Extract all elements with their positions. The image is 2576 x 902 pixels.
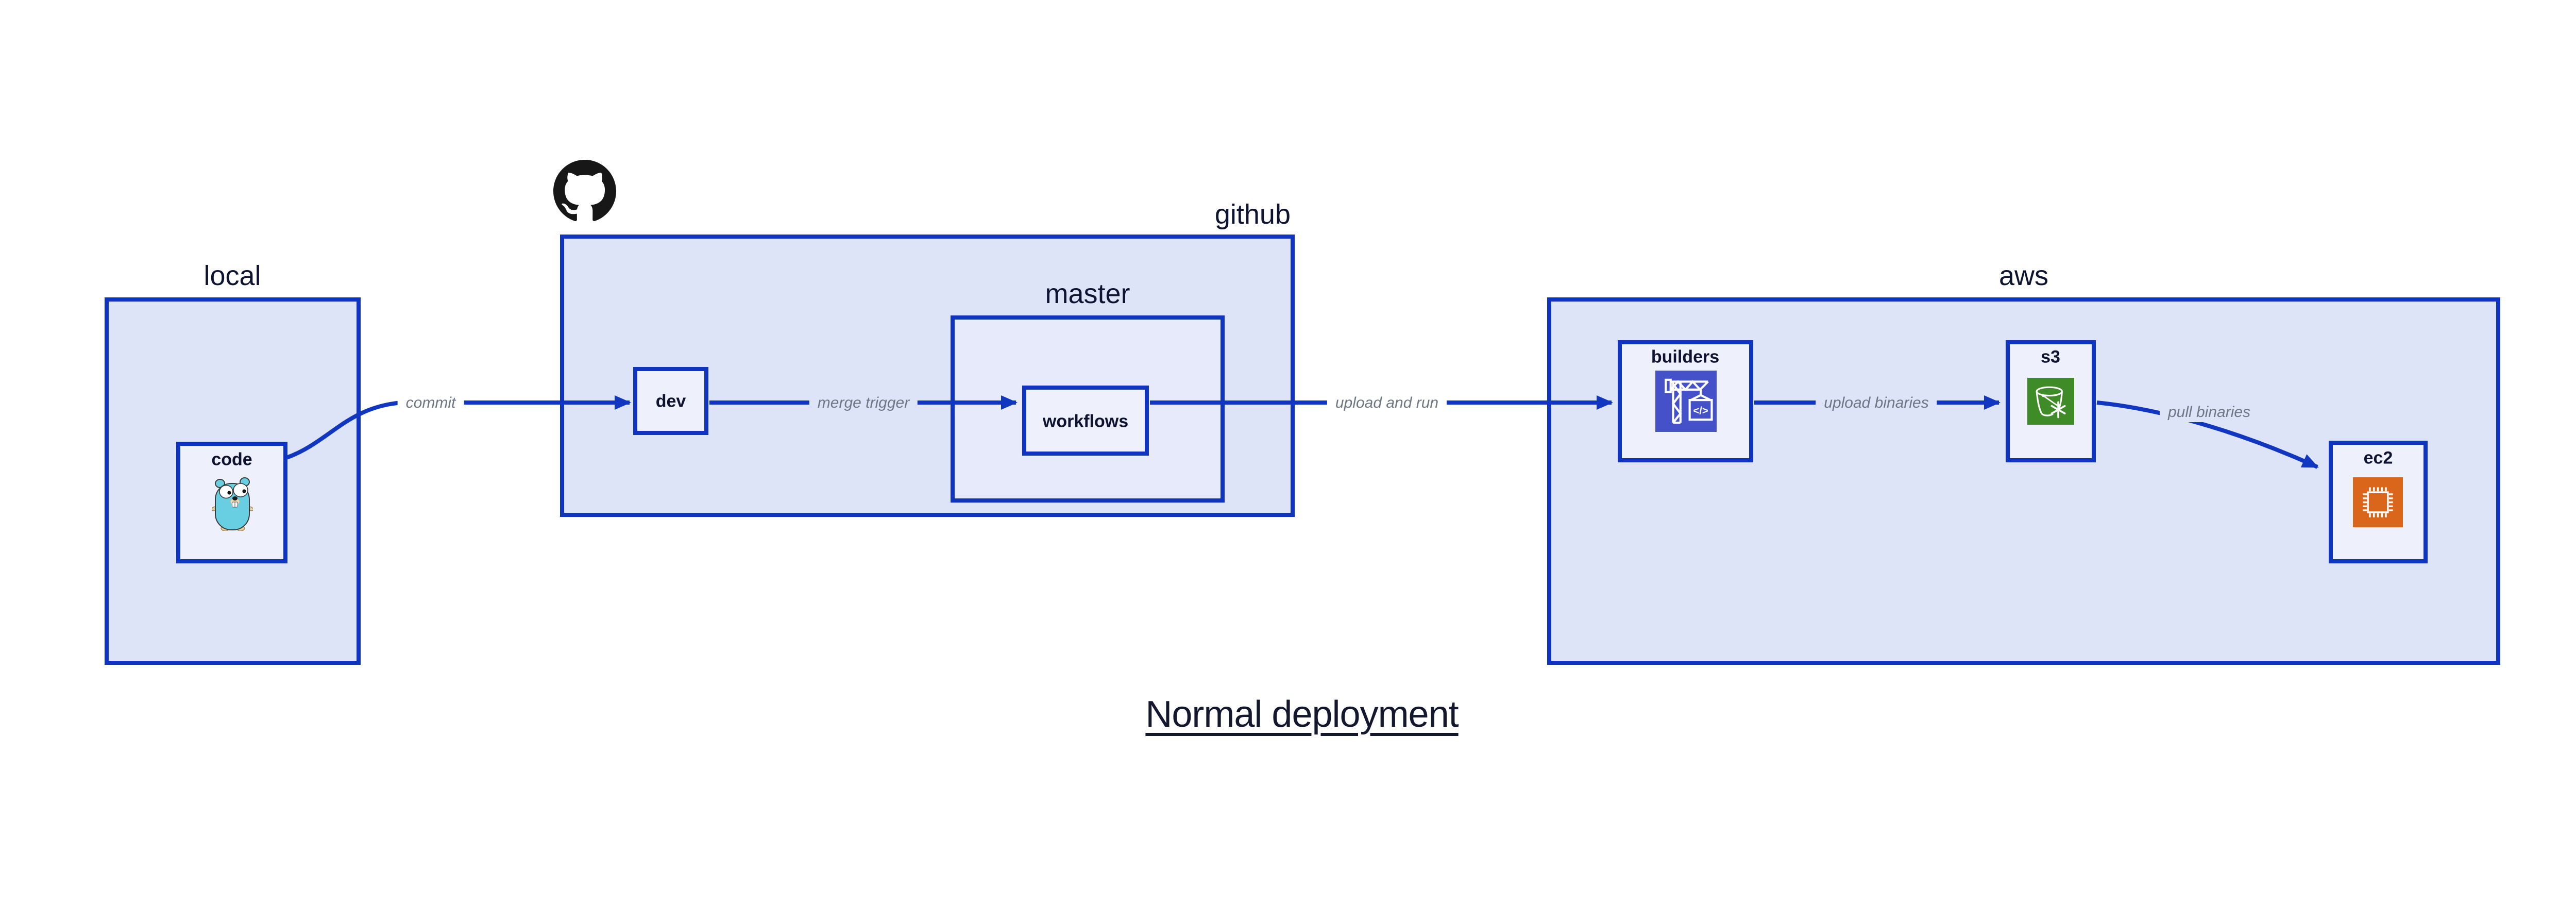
- builders-label: builders: [1651, 347, 1720, 367]
- node-workflows: [1022, 386, 1149, 456]
- codebuild-code-glyph: </>: [1693, 405, 1708, 416]
- edge-label-upload-and-run: upload and run: [1327, 393, 1447, 413]
- node-ec2: [2329, 441, 2428, 563]
- edge-label-pull-binaries: pull binaries: [2159, 403, 2259, 422]
- github-label: github: [1214, 199, 1291, 230]
- github-octocat-icon: [553, 160, 616, 221]
- node-builders: [1618, 340, 1753, 462]
- edge-label-upload-binaries: upload binaries: [1816, 393, 1937, 413]
- s3-label: s3: [2041, 347, 2060, 367]
- ec2-chip-icon: [2353, 477, 2403, 527]
- edge-label-commit: commit: [397, 393, 464, 413]
- edge-label-merge-trigger: merge trigger: [809, 393, 918, 413]
- master-label: master: [1045, 278, 1130, 309]
- s3-bucket-icon: [2027, 378, 2074, 425]
- ec2-label: ec2: [2363, 448, 2393, 468]
- codebuild-crane-icon: </>: [1655, 371, 1717, 432]
- workflows-label: workflows: [1042, 411, 1129, 431]
- diagram-title: Normal deployment: [1145, 694, 1459, 735]
- aws-label: aws: [1998, 260, 2049, 291]
- dev-label: dev: [655, 391, 686, 411]
- code-label: code: [211, 449, 252, 470]
- node-dev: [633, 367, 708, 435]
- go-gopher-icon: [212, 477, 253, 531]
- local-label: local: [204, 260, 261, 291]
